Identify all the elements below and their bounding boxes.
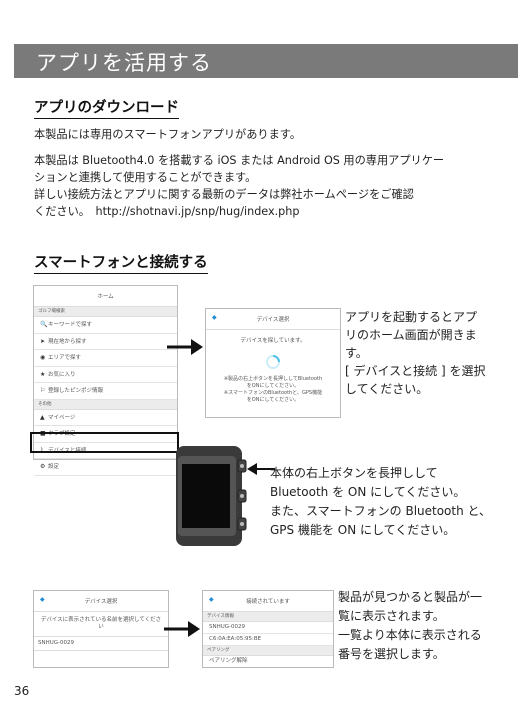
arrow-right-icon [167,339,203,355]
note-line: [ デバイスと接続 ] を選択 [345,364,486,378]
location-icon: ➤ [40,337,46,345]
globe-icon: ◉ [40,354,46,361]
home-item: ⚐登録したピンポジ情報 [34,383,177,400]
detail-line: 本製品は Bluetooth4.0 を搭載する iOS または Android … [34,154,445,167]
home-item-label: 現在地から探す [48,338,87,345]
note-line: ※スマートフォンのBluetoothと、GPS機能 [223,390,323,396]
home-item-label: 登録したピンポジ情報 [48,388,104,394]
device-list-title: デバイス選択 [34,591,168,612]
note-line: 一覧より本体に表示される [338,628,482,642]
banner-title: アプリを活用する [36,51,212,75]
settings-icon: ⚙ [40,463,46,470]
note-line: 製品が見つかると製品が一 [338,590,483,604]
note-line: をONにしてください。 [246,383,300,389]
home-item: ▲マイページ [34,410,177,426]
note-line: 覧に表示されます。 [338,609,445,623]
searching-text: デバイスを探しています。 [240,338,306,344]
spinner-icon [266,355,280,369]
home-item-label: クラブ設定 [48,431,76,437]
note-line: 本体の右上ボタンを長押しして [270,466,438,480]
unpair-item: ペアリング解除 [209,658,248,664]
home-item-label: エリアで探す [48,355,82,361]
home-section-label: その他 [34,399,177,410]
home-screen-image: ホーム ゴルフ場検索 🔍キーワードで探す ➤現在地から探す ◉エリアで探す ★お… [33,285,178,476]
note-line: GPS 機能を ON にしてください。 [270,523,456,537]
home-item: ★お気に入り [34,367,177,383]
home-item: ➤現在地から探す [34,334,177,350]
user-icon: ▲ [40,413,45,421]
arrow-left-icon [247,463,275,475]
detail-paragraph: 本製品は Bluetooth4.0 を搭載する iOS または Android … [34,152,504,220]
home-item: 🔍キーワードで探す [34,317,177,334]
bluetooth-icon: ᛒ [40,446,44,454]
connected-screen-image: ◆ 接続されています デバイス情報 SNHUG-0029 C6:0A:EA:05… [202,590,334,668]
highlight-box [30,432,179,453]
connected-device-id: C6:0A:EA:05:95:BE [203,634,333,646]
device-search-note: ※製品の右上ボタンを長押ししてBluetooth をONにしてください。 ※スマ… [206,376,340,404]
page-number: 36 [14,684,30,698]
device-list-item: SNHUG-0029 [34,636,168,651]
note-line: また、スマートフォンの Bluetooth と、 [270,504,492,518]
home-item-label: キーワードで探す [48,322,93,328]
home-item-label: 設定 [48,464,60,470]
note-line: アプリを起動するとアプ [345,310,478,324]
intro-paragraph: 本製品には専用のスマートフォンアプリがあります。 [34,128,302,141]
detail-line-url: ください。 http://shotnavi.jp/snp/hug/index.p… [34,205,300,218]
back-icon: ◆ [40,596,45,603]
note-line: Bluetooth を ON にしてください。 [270,485,466,499]
device-search-title: デバイス選択 [206,309,340,330]
home-item: ⚙設定 [34,459,177,476]
connected-section-label: ペアリング [203,646,333,656]
home-item-label: デバイスと接続 [48,447,87,454]
detail-line: 詳しい接続方法とアプリに関する最新のデータは弊社ホームページをご確認 [34,188,414,201]
connected-device-name: SNHUG-0029 [203,622,333,634]
home-section-label: ゴルフ場検索 [34,307,177,317]
arrow-right-icon [164,621,200,637]
device-photo [176,446,247,546]
note-line: す。 [345,346,368,360]
step2-note: 本体の右上ボタンを長押しして Bluetooth を ON にしてください。 ま… [270,464,491,540]
note-line: リのホーム画面が開きま [345,328,477,342]
note-line: 番号を選択します。 [338,647,445,661]
step1-note: アプリを起動するとアプ リのホーム画面が開きま す。 [ デバイスと接続 ] を… [345,308,485,398]
home-item: ◉エリアで探す [34,350,177,367]
back-icon: ◆ [209,596,214,603]
home-item-device-connect: ᛒ デバイスと接続 [34,443,177,459]
device-list-screen-image: ◆ デバイス選択 デバイスに表示されている名前を選択してください SNHUG-0… [33,590,169,668]
flag-icon: ⚐ [40,387,46,394]
note-line: ※製品の右上ボタンを長押ししてBluetooth [223,376,323,382]
home-item-label: お気に入り [48,371,76,378]
device-list-message: デバイスに表示されている名前を選択してください [40,617,162,630]
download-heading: アプリのダウンロード [34,99,179,119]
note-line: してください。 [345,382,429,396]
star-icon: ★ [40,370,46,378]
connect-heading: スマートフォンと接続する [34,254,208,274]
home-item-label: マイページ [48,414,76,421]
search-icon: 🔍 [40,321,48,328]
section-banner: アプリを活用する [14,44,518,78]
connected-title: 接続されています [203,591,333,612]
connected-section-label: デバイス情報 [203,612,333,622]
home-screen-title: ホーム [34,286,177,307]
note-line: をONにしてください。 [246,397,300,403]
step3-note: 製品が見つかると製品が一 覧に表示されます。 一覧より本体に表示される 番号を選… [338,588,482,664]
detail-line: ションと連携して使用することができます。 [34,171,257,184]
device-search-screen-image: ◆ デバイス選択 デバイスを探しています。 ※製品の右上ボタンを長押ししてBlu… [205,308,341,418]
back-icon: ◆ [212,314,217,321]
